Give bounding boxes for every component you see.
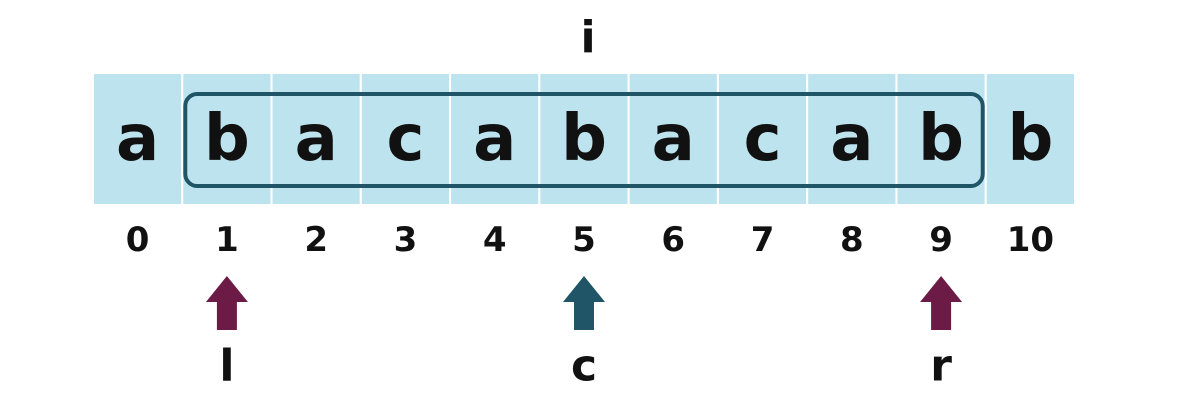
index-label: 1 <box>215 220 239 260</box>
index-label: 5 <box>572 220 596 260</box>
array-cell-char: b <box>918 102 964 176</box>
array-cell-char: a <box>116 102 159 176</box>
array-cell-char: a <box>830 102 873 176</box>
array-cell-char: c <box>386 102 424 176</box>
arrow-up-icon <box>920 276 963 330</box>
index-label: 10 <box>1007 220 1054 260</box>
index-label: 8 <box>840 220 864 260</box>
index-label: 6 <box>661 220 685 260</box>
index-label: 9 <box>929 220 953 260</box>
arrow-up-icon <box>563 276 605 330</box>
array-cell: a <box>92 72 184 206</box>
array-cell-bg <box>984 72 1077 206</box>
index-label: 7 <box>751 220 775 260</box>
top-label-i: i <box>580 12 595 63</box>
array-cell-char: a <box>473 102 516 176</box>
arrow-up-icon <box>205 276 248 330</box>
highlight-box <box>183 92 985 188</box>
index-labels: 0 1 2 3 4 5 6 7 8 9 10 <box>126 220 1054 260</box>
pointer-label-r: r <box>930 341 952 392</box>
index-label: 0 <box>126 220 150 260</box>
pointer-label-c: c <box>571 341 597 392</box>
index-label: 4 <box>483 220 507 260</box>
index-label: 3 <box>394 220 418 260</box>
array-cell-char: a <box>652 102 695 176</box>
array-cell-bg <box>92 72 184 206</box>
array-cell-char: b <box>1007 102 1053 176</box>
array-cell-char: b <box>561 102 607 176</box>
array-cell-char: c <box>744 102 782 176</box>
array-cell-char: a <box>295 102 338 176</box>
pointer-label-l: l <box>219 341 234 392</box>
array-cell-char: b <box>204 102 250 176</box>
index-label: 2 <box>304 220 328 260</box>
array-cell: b <box>984 72 1077 206</box>
